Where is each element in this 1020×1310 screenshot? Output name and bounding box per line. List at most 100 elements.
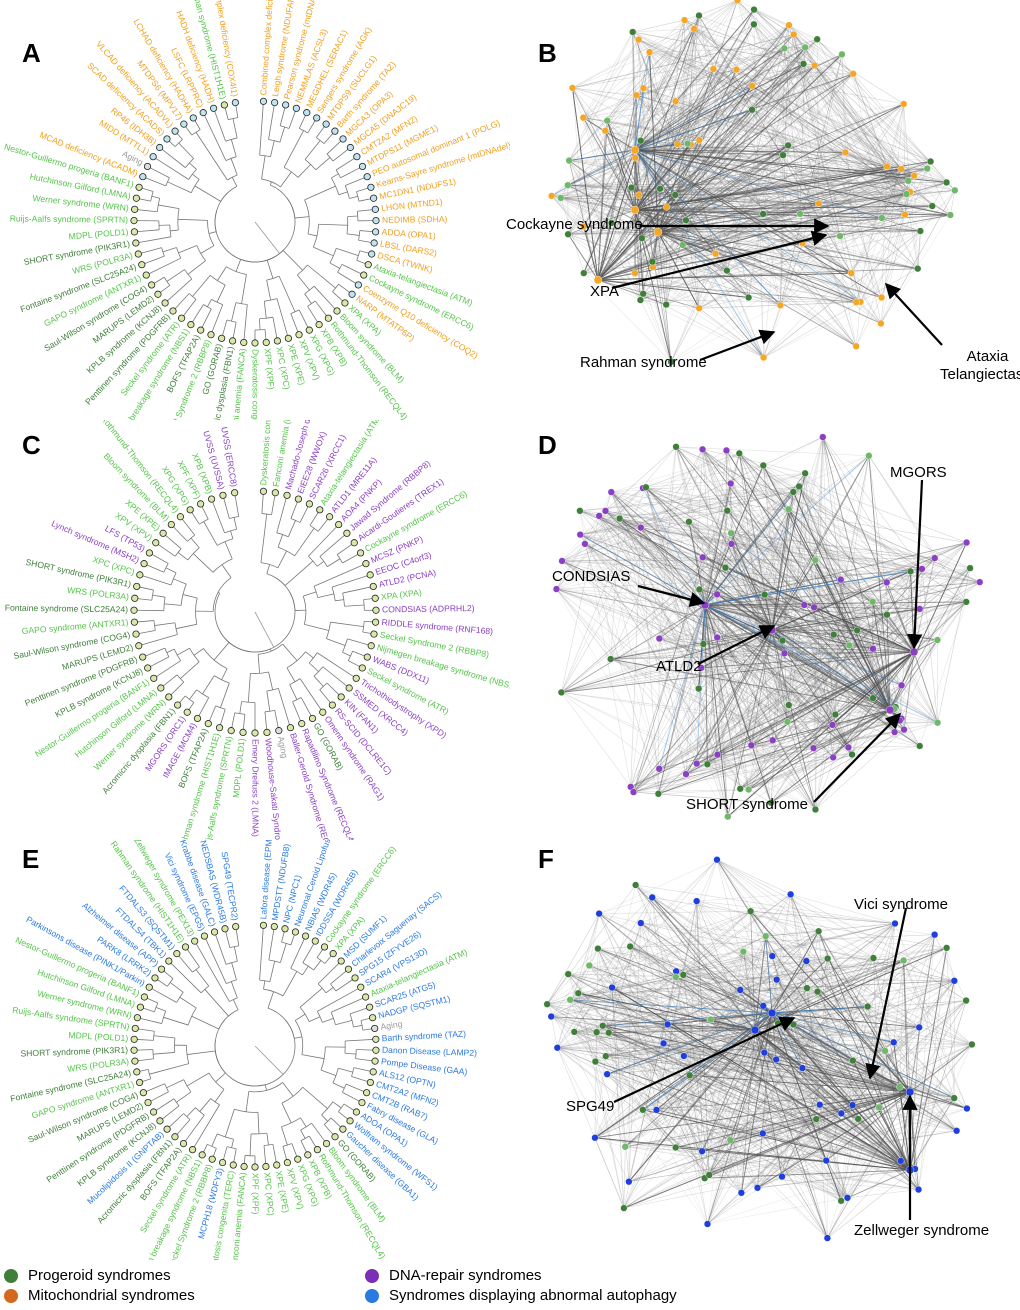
leaf-node xyxy=(350,539,358,547)
network-edge xyxy=(841,1097,955,1114)
network-edge xyxy=(635,884,854,1061)
tree-branch xyxy=(139,198,151,202)
network-edge xyxy=(781,957,874,1177)
network-edge xyxy=(608,1032,919,1190)
network-edge xyxy=(583,19,685,118)
network-edge xyxy=(583,88,644,274)
network-edge xyxy=(640,161,931,301)
tree-branch xyxy=(209,705,217,722)
network-node xyxy=(852,298,860,306)
network-edge xyxy=(556,436,823,590)
network-node xyxy=(695,685,703,693)
network-edge xyxy=(638,39,951,216)
network-edge xyxy=(704,1104,820,1179)
network-node xyxy=(933,719,942,727)
tree-branch xyxy=(193,648,204,656)
leaf-node xyxy=(157,684,165,692)
network-edge xyxy=(737,0,790,26)
hub-edge xyxy=(572,87,599,281)
blue-edge xyxy=(607,1012,773,1075)
network-node xyxy=(558,557,566,565)
network-edge xyxy=(880,103,905,324)
network-edge xyxy=(624,989,741,1147)
network-edge xyxy=(561,487,647,693)
hub-edge xyxy=(597,168,902,281)
network-node xyxy=(564,970,572,978)
network-node xyxy=(966,564,974,572)
network-edge xyxy=(667,1024,758,1188)
network-edge xyxy=(763,465,967,543)
network-edge xyxy=(727,510,873,603)
leaf-node xyxy=(161,299,169,307)
leaf-node xyxy=(284,334,292,342)
network-edge xyxy=(572,47,806,89)
network-edge xyxy=(790,894,853,1106)
tree-branch xyxy=(195,943,230,1002)
hub-edge xyxy=(696,709,891,765)
tree-arc xyxy=(330,1012,336,1025)
network-node xyxy=(703,760,711,768)
network-edge xyxy=(560,197,861,303)
network-edge xyxy=(598,446,677,517)
hub-edge xyxy=(659,604,706,639)
hub-edge xyxy=(827,958,911,1093)
tree-branch xyxy=(195,969,210,987)
tree-arc xyxy=(225,156,237,161)
hub-edge xyxy=(572,87,599,281)
network-edge xyxy=(598,515,611,660)
network-edge xyxy=(914,1000,967,1170)
network-edge xyxy=(583,94,637,118)
hub-edge xyxy=(634,149,784,156)
tree-branch xyxy=(271,495,276,515)
network-edge xyxy=(632,31,716,254)
leaf-node xyxy=(200,932,209,940)
tree-branch xyxy=(162,674,178,687)
network-edge xyxy=(546,946,631,1005)
network-edge xyxy=(560,197,585,274)
tree-branch xyxy=(178,955,193,973)
network-edge xyxy=(597,948,703,1152)
network-edge xyxy=(787,721,938,723)
network-node xyxy=(877,319,885,328)
network-edge xyxy=(589,910,751,966)
leaf-node xyxy=(364,261,372,269)
leaf-node xyxy=(362,560,370,568)
tree-branch xyxy=(204,989,229,1017)
network-edge xyxy=(628,979,777,1182)
network-edge xyxy=(605,510,741,789)
leaf-node xyxy=(151,974,159,982)
network-edge xyxy=(710,989,741,1020)
leaf-node xyxy=(371,618,380,626)
network-node xyxy=(849,1056,857,1065)
hub-edge xyxy=(572,87,599,281)
network-node xyxy=(789,488,797,496)
network-node xyxy=(747,907,755,915)
hub-edge xyxy=(634,69,737,151)
network-node xyxy=(760,1049,768,1057)
hub-edge xyxy=(689,1074,911,1093)
network-edge xyxy=(649,47,806,53)
network-edge xyxy=(623,979,777,1209)
network-edge xyxy=(793,1024,853,1106)
network-edge xyxy=(873,947,947,959)
network-edge xyxy=(643,230,921,295)
network-edge xyxy=(567,54,843,186)
network-edge xyxy=(693,28,854,75)
network-edge xyxy=(602,1025,916,1170)
tree-arc xyxy=(299,1007,310,1022)
network-edge xyxy=(611,24,790,224)
tree-branch xyxy=(154,622,176,626)
network-edge xyxy=(675,100,883,219)
network-edge xyxy=(903,960,967,1001)
hub-edge xyxy=(657,231,672,362)
tree-branch xyxy=(259,318,261,330)
network-edge xyxy=(636,24,755,96)
network-edge xyxy=(702,449,765,595)
leaf-node xyxy=(132,630,140,638)
hub-edge xyxy=(702,449,891,711)
network-edge xyxy=(643,87,861,303)
network-node xyxy=(785,21,793,29)
leaf-node xyxy=(131,1024,139,1033)
tree-branch xyxy=(362,631,372,634)
network-edge xyxy=(899,934,935,1088)
